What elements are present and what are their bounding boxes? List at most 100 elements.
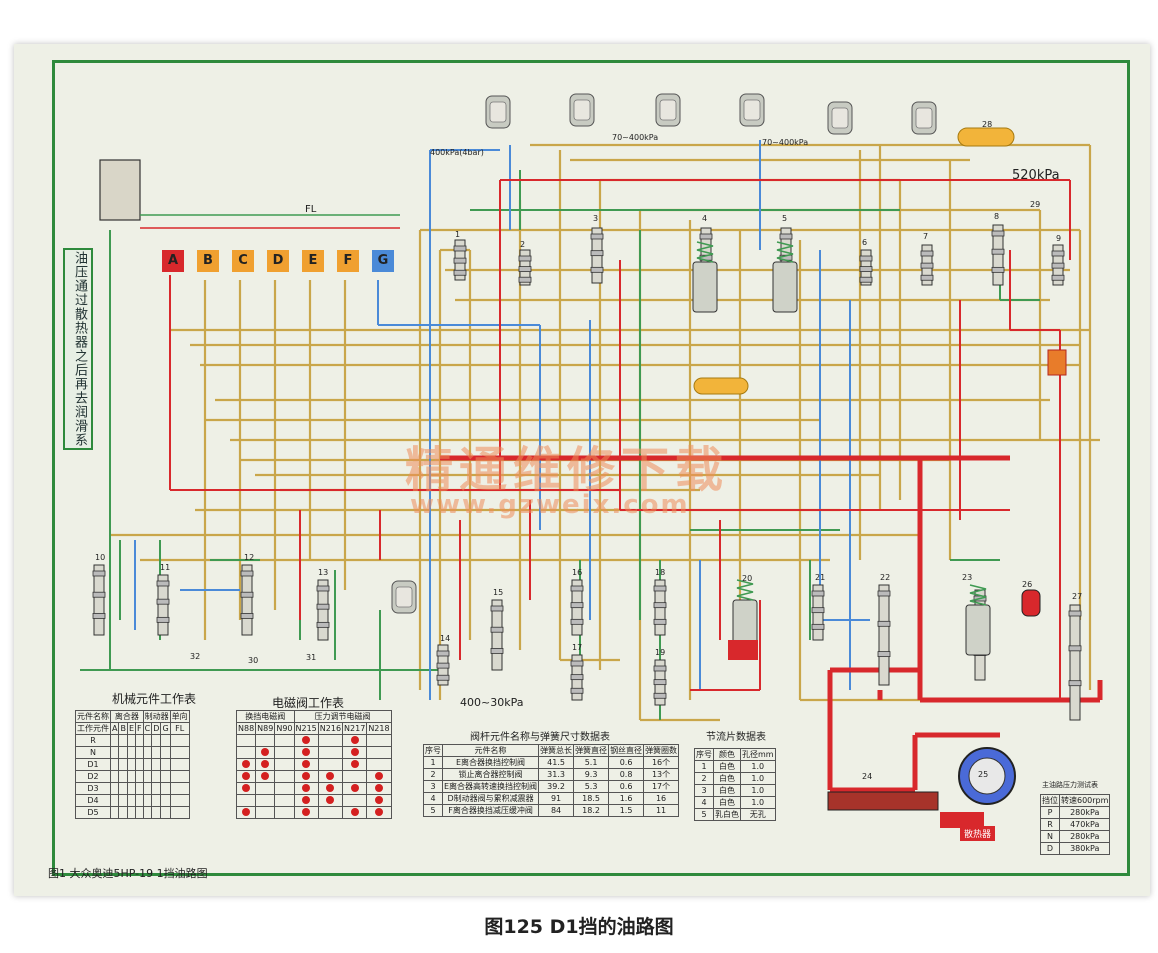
accumulator-5-spring bbox=[776, 241, 794, 263]
valve-14-land bbox=[436, 662, 450, 669]
valve-17-land bbox=[570, 687, 584, 694]
orifice-cell: 1.0 bbox=[740, 760, 776, 773]
mech-row-label: N bbox=[75, 746, 111, 759]
sensor-32 bbox=[1047, 349, 1067, 376]
mech-cell bbox=[151, 794, 162, 807]
spring-cell: 1.6 bbox=[608, 792, 645, 805]
solenoid-active-dot bbox=[242, 807, 251, 816]
sol-cell bbox=[293, 770, 319, 783]
sol-cell bbox=[293, 782, 319, 795]
spring-cell: 锁止离合器控制阀 bbox=[441, 768, 540, 781]
sol-cell bbox=[235, 770, 257, 783]
valve-7-land bbox=[920, 274, 934, 281]
component-number-9: 9 bbox=[1056, 234, 1062, 243]
sol-cell bbox=[274, 758, 295, 771]
valve-17-land bbox=[570, 674, 584, 681]
valve-27-land bbox=[1068, 645, 1082, 652]
sol-col-n217: N217 bbox=[342, 722, 368, 735]
valve-19-land bbox=[653, 679, 667, 686]
component-number-15: 15 bbox=[493, 588, 504, 597]
valve-16-land bbox=[570, 618, 584, 625]
valve-3-land bbox=[590, 233, 604, 240]
valve-18-land bbox=[653, 585, 667, 592]
sol-cell bbox=[293, 734, 319, 747]
mech-cell bbox=[135, 782, 144, 795]
valve-3-land bbox=[590, 266, 604, 273]
orifice-cell: 白色 bbox=[713, 784, 741, 797]
sol-row bbox=[235, 734, 392, 747]
valve-6-land bbox=[859, 255, 873, 262]
spring-cell: 5.3 bbox=[573, 780, 610, 793]
filter-28-top bbox=[957, 127, 1015, 147]
mech-cell bbox=[135, 746, 144, 759]
sol-cell bbox=[235, 794, 257, 807]
component-number-32: 32 bbox=[190, 652, 201, 661]
sol-cell bbox=[235, 734, 257, 747]
mech-cell bbox=[142, 746, 153, 759]
sol-cell bbox=[317, 782, 344, 795]
valve-13-land bbox=[316, 621, 330, 628]
mech-cell bbox=[151, 782, 162, 795]
solenoid-active-dot bbox=[326, 795, 335, 804]
sol-col-n215: N215 bbox=[293, 722, 319, 735]
mech-cell bbox=[169, 782, 190, 795]
solenoid-active-dot bbox=[261, 747, 270, 756]
valve-10-land bbox=[92, 591, 106, 598]
mech-cell bbox=[160, 794, 171, 807]
solenoid-2-core bbox=[573, 99, 591, 121]
mech-cell bbox=[169, 770, 190, 783]
valve-16-land bbox=[570, 585, 584, 592]
valve-4-land bbox=[699, 233, 713, 240]
mech-row-label: D3 bbox=[75, 782, 111, 795]
solenoid-1-core bbox=[489, 101, 507, 123]
valve-21-land bbox=[811, 590, 825, 597]
valve-11 bbox=[157, 574, 169, 636]
pressure-cell: 470kPa bbox=[1058, 818, 1111, 831]
mech-cell bbox=[160, 758, 171, 771]
component-number-4: 4 bbox=[702, 214, 708, 223]
mech-col-c: C bbox=[142, 722, 153, 735]
valve-18-land bbox=[653, 602, 667, 609]
valve-letter-a: A bbox=[162, 250, 184, 272]
mech-cell bbox=[151, 746, 162, 759]
solenoid-active-dot bbox=[302, 735, 311, 744]
mech-cell bbox=[135, 770, 144, 783]
pressure-label-5: 400~30kPa bbox=[460, 696, 524, 709]
mech-cell bbox=[142, 734, 153, 747]
sol-row bbox=[235, 806, 392, 819]
spring-cell: 91 bbox=[538, 792, 575, 805]
solenoid-4-core bbox=[743, 99, 761, 121]
sol-cell bbox=[366, 734, 392, 747]
spring-cell: 31.3 bbox=[538, 768, 575, 781]
sol-col-n88: N88 bbox=[235, 722, 257, 735]
diagram-frame bbox=[52, 60, 1130, 876]
mech-cell bbox=[109, 746, 120, 759]
mech-row: D1 bbox=[75, 758, 190, 771]
mech-row: D3 bbox=[75, 782, 190, 795]
mech-cell bbox=[118, 734, 128, 747]
valve-10-land bbox=[92, 570, 106, 577]
orifice-cell: 1 bbox=[694, 760, 714, 773]
spring-cell: 18.2 bbox=[573, 804, 610, 817]
pressure-header: 挡位转速600rpm bbox=[1040, 794, 1111, 807]
mech-col-f: F bbox=[135, 722, 144, 735]
solenoid-active-dot bbox=[302, 795, 311, 804]
spring-col: 元件名称 bbox=[441, 744, 540, 757]
spring-cell: 2 bbox=[423, 768, 443, 781]
spring-col: 弹簧直径 bbox=[573, 744, 610, 757]
valve-22-land bbox=[877, 620, 891, 627]
sol-cell bbox=[342, 746, 368, 759]
solenoid-active-dot bbox=[326, 771, 335, 780]
mech-cell bbox=[118, 746, 128, 759]
valve-14-land bbox=[436, 650, 450, 657]
spring-cell: 16 bbox=[643, 792, 680, 805]
mech-cell bbox=[151, 806, 162, 819]
pressure-cell: N bbox=[1040, 830, 1060, 843]
sol-cell bbox=[342, 758, 368, 771]
